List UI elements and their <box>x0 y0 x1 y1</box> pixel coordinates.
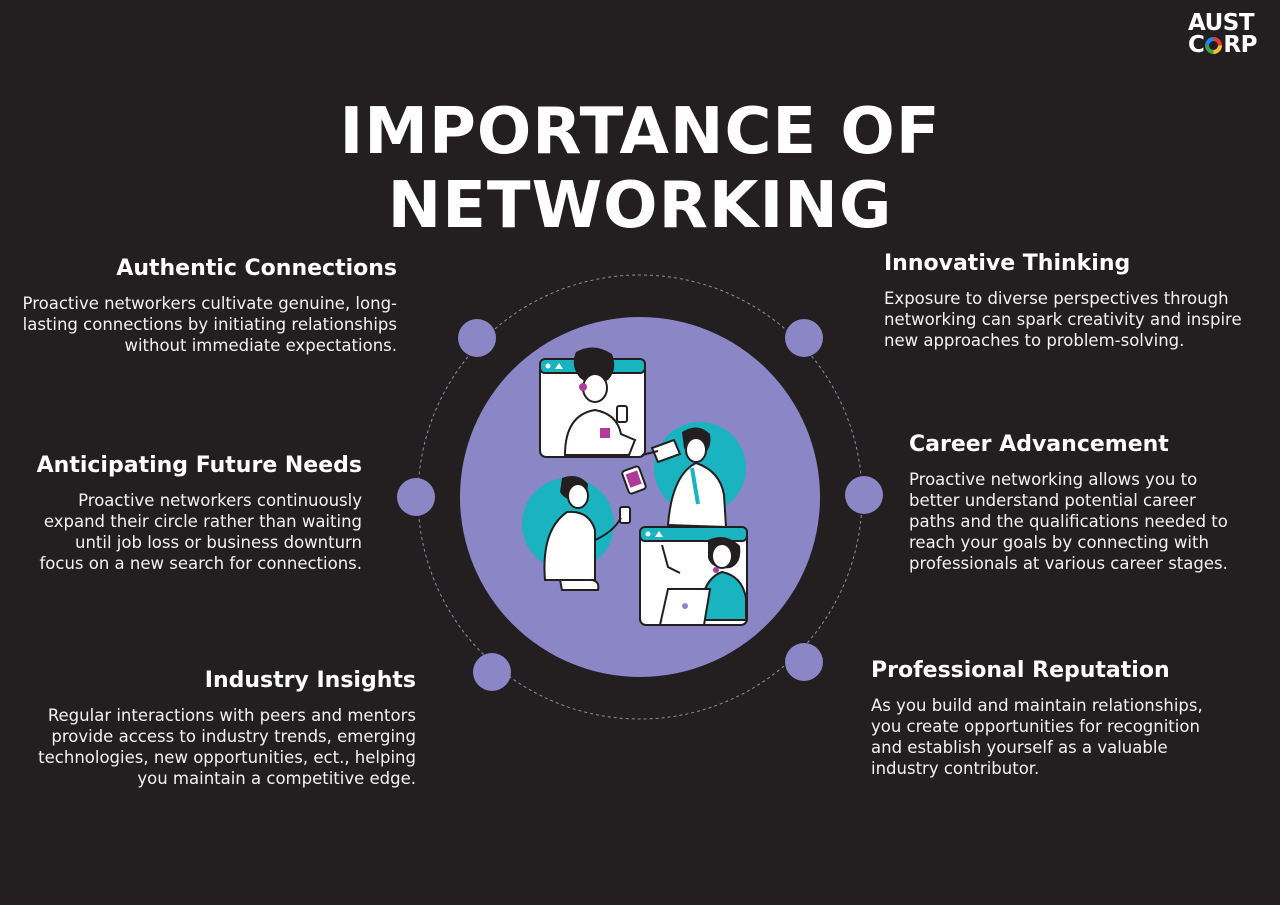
title-line1: IMPORTANCE OF <box>339 94 941 169</box>
text-line: expand their circle rather than waiting <box>43 512 362 531</box>
item-anticipating-heading: Anticipating Future Needs <box>36 453 362 478</box>
text-line: you maintain a competitive edge. <box>137 769 416 788</box>
page-title: IMPORTANCE OF NETWORKING <box>0 95 1280 243</box>
text-line: until job loss or business downturn <box>75 533 362 552</box>
text-line: focus on a new search for connections. <box>39 554 362 573</box>
text-line: without immediate expectations. <box>124 336 397 355</box>
people-illustration <box>522 347 748 626</box>
orbit-dot-career <box>845 476 883 514</box>
logo-o-icon <box>1205 37 1223 54</box>
phone-hand <box>621 465 647 495</box>
item-innovative-heading: Innovative Thinking <box>884 251 1131 276</box>
item-anticipating-text: Proactive networkers continuously expand… <box>0 490 362 574</box>
video-window-bottom <box>639 526 748 626</box>
person-teal-right <box>641 422 746 529</box>
title-line2: NETWORKING <box>387 168 893 243</box>
item-career-text: Proactive networking allows you to bette… <box>909 469 1269 574</box>
logo-line2: C RP <box>1188 32 1268 58</box>
item-career: Career Advancement Proactive networking … <box>909 431 1269 574</box>
text-line: Proactive networkers continuously <box>78 491 362 510</box>
text-line: Exposure to diverse perspectives through <box>884 289 1229 308</box>
orbit-dot-reputation <box>785 643 823 681</box>
text-line: new approaches to problem-solving. <box>884 331 1185 350</box>
logo-line2-after: RP <box>1223 32 1257 58</box>
austcorp-logo: AUST C RP <box>1188 10 1268 58</box>
video-window-top <box>539 347 646 458</box>
text-line: and establish yourself as a valuable <box>871 738 1168 757</box>
item-anticipating: Anticipating Future Needs Proactive netw… <box>0 452 362 574</box>
item-authentic: Authentic Connections Proactive networke… <box>0 255 397 356</box>
text-line: networking can spark creativity and insp… <box>884 310 1242 329</box>
text-line: you create opportunities for recognition <box>871 717 1200 736</box>
text-line: paths and the qualifications needed to <box>909 512 1228 531</box>
text-line: As you build and maintain relationships, <box>871 696 1203 715</box>
text-line: reach your goals by connecting with <box>909 533 1209 552</box>
item-career-heading: Career Advancement <box>909 432 1169 457</box>
item-reputation-text: As you build and maintain relationships,… <box>871 695 1261 779</box>
logo-line1: AUST <box>1188 10 1255 36</box>
item-reputation-heading: Professional Reputation <box>871 658 1170 683</box>
text-line: industry contributor. <box>871 759 1040 778</box>
orbit-dot-authentic <box>458 319 496 357</box>
item-reputation: Professional Reputation As you build and… <box>871 657 1261 779</box>
item-industry-text: Regular interactions with peers and ment… <box>0 705 416 789</box>
item-authentic-text: Proactive networkers cultivate genuine, … <box>0 293 397 356</box>
text-line: lasting connections by initiating relati… <box>22 315 397 334</box>
item-industry: Industry Insights Regular interactions w… <box>0 667 416 789</box>
text-line: Proactive networkers cultivate genuine, … <box>22 294 397 313</box>
item-innovative: Innovative Thinking Exposure to diverse … <box>884 250 1264 351</box>
item-innovative-text: Exposure to diverse perspectives through… <box>884 288 1264 351</box>
person-teal-left <box>522 476 631 591</box>
text-line: Regular interactions with peers and ment… <box>47 706 416 725</box>
item-authentic-heading: Authentic Connections <box>116 256 397 281</box>
text-line: better understand potential career <box>909 491 1196 510</box>
item-industry-heading: Industry Insights <box>204 668 416 693</box>
text-line: Proactive networking allows you to <box>909 470 1198 489</box>
logo-line2-before: C <box>1188 32 1205 58</box>
orbit-dot-anticipating <box>397 478 435 516</box>
orbit-dot-innovative <box>785 319 823 357</box>
text-line: professionals at various career stages. <box>909 554 1228 573</box>
orbit-dot-industry <box>473 653 511 691</box>
text-line: provide access to industry trends, emerg… <box>51 727 416 746</box>
text-line: technologies, new opportunities, ect., h… <box>38 748 416 767</box>
